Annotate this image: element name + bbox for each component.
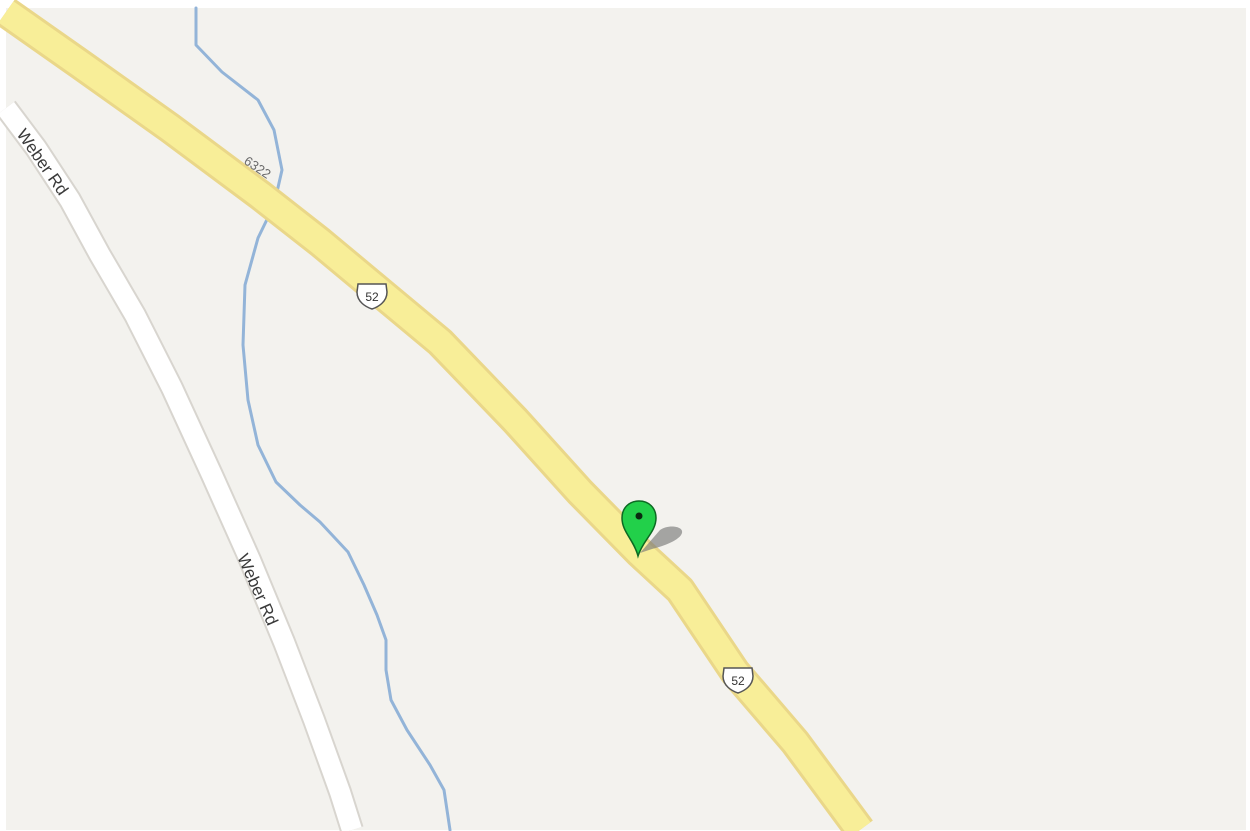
shield-number-lower: 52 (731, 674, 745, 688)
shield-number-upper: 52 (365, 290, 379, 304)
map-pin-shadow (640, 526, 683, 553)
local-road (0, 102, 362, 831)
map-pin-dot (635, 512, 643, 520)
highway (0, 1, 871, 831)
stream-line (194, 6, 452, 831)
map-pin-icon[interactable] (621, 500, 657, 559)
us-route-shield-icon: 52 (722, 667, 754, 694)
us-route-shield-icon: 52 (356, 283, 388, 310)
